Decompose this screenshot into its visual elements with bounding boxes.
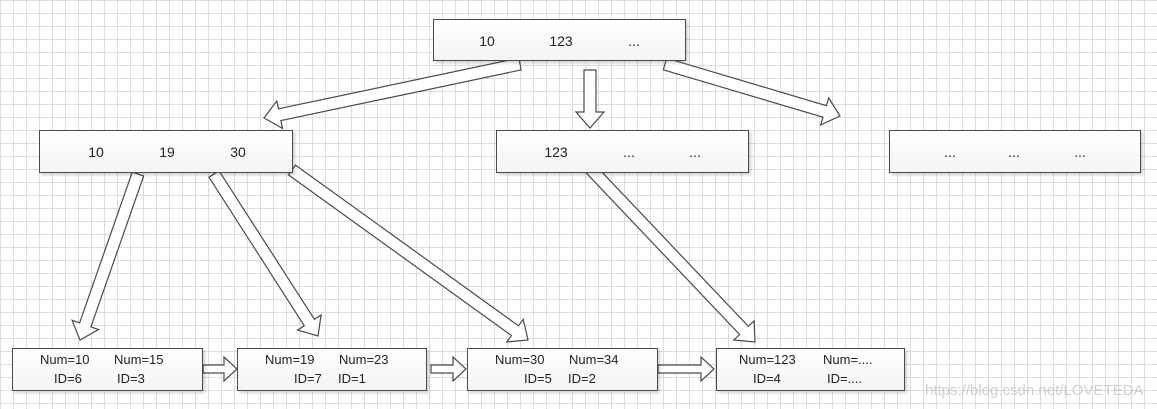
leaf-node-2: Num=19 Num=23 ID=7 ID=1 [237, 348, 427, 391]
index-node-3-key-3: ... [1074, 144, 1086, 160]
root-key-2: 123 [549, 33, 573, 49]
watermark: https://blog.csdn.net/LOVETEDA [925, 382, 1144, 399]
index-node-3-key-2: ... [1008, 144, 1020, 160]
leaf-2-num-1: Num=19 [265, 352, 315, 367]
index-node-2-key-2: ... [623, 144, 635, 160]
leaf-node-4: Num=123 Num=.... ID=4 ID=.... [716, 348, 905, 391]
index-node-1-key-2: 19 [159, 144, 175, 160]
leaf-2-num-2: Num=23 [339, 352, 389, 367]
arrow-leaf-1-to-leaf-2 [202, 355, 238, 383]
index-node-2-key-3: ... [689, 144, 701, 160]
leaf-node-3: Num=30 Num=34 ID=5 ID=2 [467, 348, 658, 391]
leaf-2-id-1: ID=7 [294, 371, 322, 386]
arrow-root-to-node-2 [574, 69, 606, 129]
leaf-3-num-2: Num=34 [569, 352, 619, 367]
arrow-node-1-to-leaf-3 [287, 164, 529, 343]
leaf-4-id-1: ID=4 [753, 371, 781, 386]
leaf-1-id-1: ID=6 [54, 371, 82, 386]
leaf-4-num-1: Num=123 [739, 352, 796, 367]
root-key-1: 10 [479, 33, 495, 49]
arrow-root-to-node-1 [263, 57, 522, 130]
root-node: 10 123 ... [433, 19, 686, 61]
leaf-1-num-1: Num=10 [40, 352, 90, 367]
leaf-1-num-2: Num=15 [114, 352, 164, 367]
arrow-node-2-to-leaf-4 [580, 159, 756, 343]
leaf-3-id-1: ID=5 [524, 371, 552, 386]
arrow-root-to-node-3 [662, 57, 841, 127]
arrow-node-1-to-leaf-1 [71, 171, 145, 341]
leaf-3-num-1: Num=30 [495, 352, 545, 367]
leaf-3-id-2: ID=2 [568, 371, 596, 386]
index-node-3-key-1: ... [944, 144, 956, 160]
leaf-1-id-2: ID=3 [117, 371, 145, 386]
leaf-2-id-2: ID=1 [338, 371, 366, 386]
arrow-node-1-to-leaf-2 [208, 169, 322, 337]
arrow-leaf-2-to-leaf-3 [430, 355, 467, 383]
leaf-4-id-2: ID=.... [827, 371, 863, 386]
leaf-4-num-2: Num=.... [823, 352, 873, 367]
leaf-node-1: Num=10 Num=15 ID=6 ID=3 [12, 348, 203, 391]
root-key-3: ... [628, 33, 640, 49]
index-node-2: 123 ... ... [496, 130, 749, 173]
index-node-2-key-1: 123 [544, 144, 568, 160]
arrow-leaf-3-to-leaf-4 [657, 355, 715, 383]
index-node-1: 10 19 30 [39, 130, 293, 173]
index-node-3: ... ... ... [889, 130, 1141, 173]
index-node-1-key-3: 30 [230, 144, 246, 160]
index-node-1-key-1: 10 [88, 144, 104, 160]
